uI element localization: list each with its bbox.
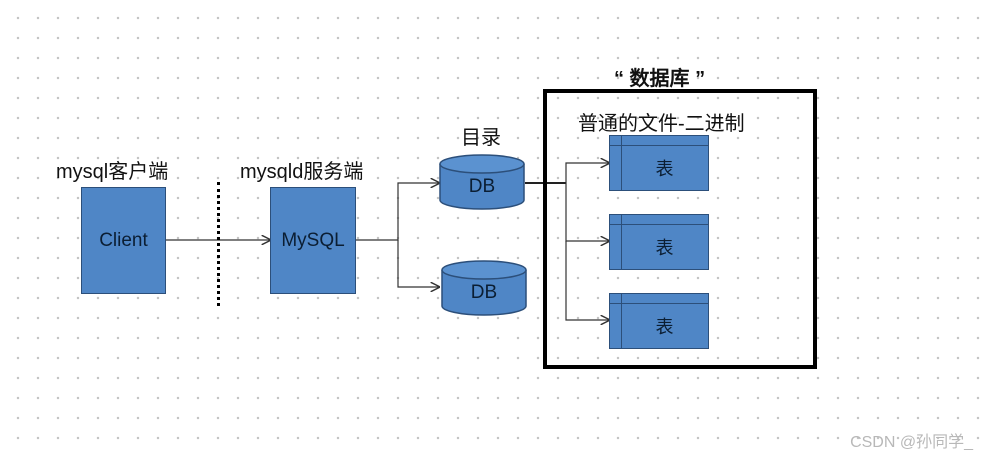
arrow-mysql-to-db2 (397, 240, 439, 287)
db-cylinder-1-label: DB (468, 176, 496, 197)
table-box-2: 表 (609, 214, 709, 270)
watermark: CSDN @孙同学_ (850, 434, 973, 451)
directory-label: 目录 (461, 127, 501, 149)
client-box: Client (81, 187, 166, 294)
db-cylinder-2: DB (441, 260, 527, 316)
server-side-label: mysqld服务端 (240, 161, 364, 183)
table-box-3: 表 (609, 293, 709, 349)
arrow-mysql-to-db1 (356, 183, 439, 241)
database-frame (543, 89, 817, 369)
files-label: 普通的文件-二进制 (578, 113, 745, 135)
mysql-server-box: MySQL (270, 187, 356, 294)
db-cylinder-1: DB (439, 154, 525, 210)
db-cylinder-2-label: DB (470, 282, 498, 303)
db-cylinder-1-icon (439, 154, 525, 210)
arrow-db1-to-table1 (565, 163, 609, 183)
client-box-label: Client (99, 229, 148, 251)
client-side-label: mysql客户端 (56, 161, 169, 183)
table-box-1: 表 (609, 135, 709, 191)
table-box-1-label: 表 (655, 158, 674, 180)
client-server-separator (217, 182, 220, 306)
mysql-server-label: MySQL (281, 229, 345, 251)
table-box-3-label: 表 (655, 316, 674, 338)
database-label: “ 数据库 ” (614, 68, 706, 90)
arrow-db1-to-table3 (565, 241, 609, 320)
table-box-2-label: 表 (655, 237, 674, 259)
db-cylinder-2-icon (441, 260, 527, 316)
